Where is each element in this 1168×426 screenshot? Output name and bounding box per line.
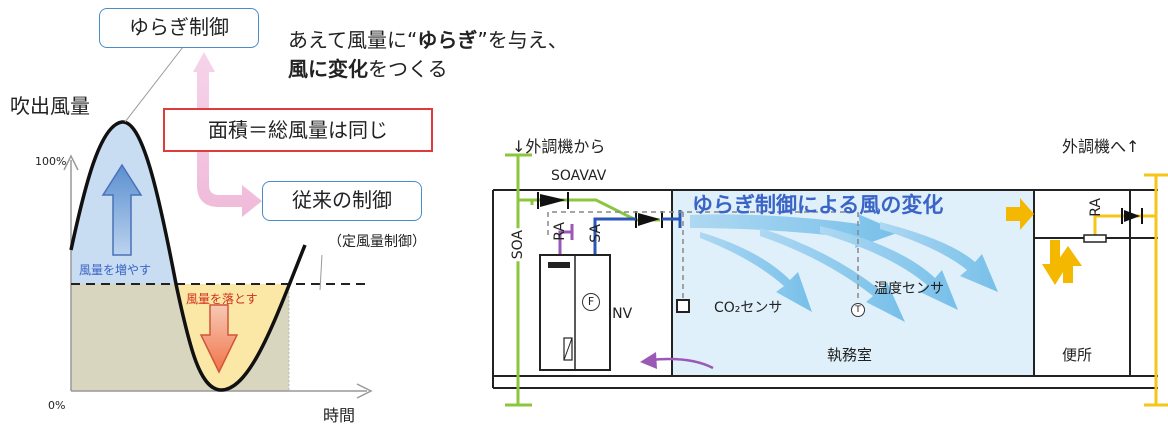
soavav-label: SOAVAV — [551, 168, 607, 184]
diagram-title: ゆらぎ制御による風の変化 — [692, 193, 944, 217]
conventional-callout: 従来の制御 — [262, 181, 422, 221]
soa-label: SOA — [510, 228, 526, 262]
down-arrow — [1042, 240, 1068, 285]
ra-grille — [1083, 234, 1107, 243]
conventional-callout-label: 従来の制御 — [292, 188, 392, 212]
y-axis-label: 吹出風量 — [10, 94, 90, 118]
description-line2: 風に変化をつくる — [288, 57, 448, 81]
area-equal-label: 面積＝総風量は同じ — [208, 118, 388, 142]
ra-right-label: RA — [1088, 198, 1104, 217]
soavav-damper — [540, 194, 566, 207]
return-arrow — [649, 357, 714, 370]
toilet-label: 便所 — [1062, 346, 1093, 364]
office-label: 執務室 — [827, 346, 873, 364]
co2-sensor-label: CO₂センサ — [714, 300, 783, 316]
y-tick-0: 0% — [48, 399, 66, 412]
ra-damper — [1124, 210, 1140, 222]
co2-sensor-box — [676, 299, 690, 313]
ra-left-label: RA — [552, 222, 568, 241]
up-arrow — [1054, 246, 1082, 283]
yuragi-callout: ゆらぎ制御 — [99, 8, 259, 48]
inv-label: INV — [608, 306, 633, 322]
fan-icon: F — [582, 293, 600, 311]
y-tick-100: 100% — [35, 155, 67, 168]
sa-label: SA — [588, 224, 604, 243]
building-diagram — [492, 153, 1168, 407]
decrease-arrow — [199, 304, 239, 374]
temp-sensor-label: 温度センサ — [874, 281, 944, 297]
airflow-chart — [63, 46, 373, 399]
transfer-arrow — [1006, 198, 1034, 230]
conventional-note: （定風量制御） — [328, 234, 426, 250]
increase-arrow — [101, 163, 143, 256]
area-equal-box: 面積＝総風量は同じ — [163, 108, 433, 152]
decrease-label: 風量を落とす — [186, 292, 258, 306]
to-outdoor-label: 外調機へ↑ — [1062, 137, 1140, 156]
description-line1: あえて風量に“ゆらぎ”を与え、 — [288, 28, 568, 52]
from-outdoor-label: ↓外調機から — [512, 137, 606, 156]
increase-label: 風量を増やす — [79, 263, 152, 277]
sa-damper — [638, 213, 660, 226]
yuragi-callout-label: ゆらぎ制御 — [129, 15, 229, 39]
temp-sensor-icon: T — [851, 303, 865, 317]
wind-arrows — [690, 214, 998, 322]
x-axis-label: 時間 — [323, 406, 356, 425]
fluctuation-curve — [69, 120, 307, 392]
